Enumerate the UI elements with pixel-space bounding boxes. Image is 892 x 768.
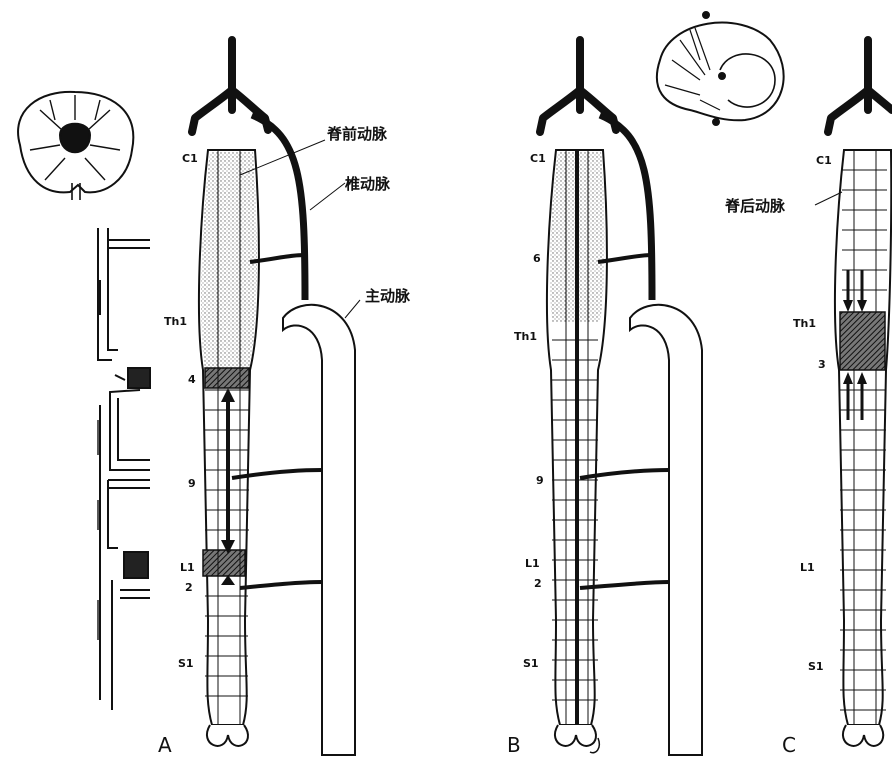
label-aorta: 主动脉 bbox=[365, 287, 411, 305]
level-label-c1: C1 bbox=[530, 152, 546, 165]
label-vertebral-artery: 椎动脉 bbox=[345, 175, 391, 193]
level-label-9: 9 bbox=[536, 474, 544, 487]
level-label-s1: S1 bbox=[178, 657, 194, 670]
level-label-s1: S1 bbox=[523, 657, 539, 670]
level-label-l1: L1 bbox=[800, 561, 815, 574]
level-label-4: 4 bbox=[188, 373, 196, 386]
panel-letter-a: A bbox=[158, 733, 172, 757]
level-label-2: 2 bbox=[534, 577, 542, 590]
panel-a bbox=[192, 40, 360, 755]
cross-section-c bbox=[657, 12, 784, 125]
level-label-l1: L1 bbox=[525, 557, 540, 570]
level-label-s1: S1 bbox=[808, 660, 824, 673]
label-posterior-spinal-artery: 脊后动脉 bbox=[724, 197, 786, 215]
panel-b bbox=[540, 40, 702, 755]
level-label-th1: Th1 bbox=[164, 315, 187, 328]
level-label-c1: C1 bbox=[816, 154, 832, 167]
level-label-th1: Th1 bbox=[793, 317, 816, 330]
level-label-th1: Th1 bbox=[514, 330, 537, 343]
level-label-3: 3 bbox=[818, 358, 826, 371]
level-label-2: 2 bbox=[185, 581, 193, 594]
segmental-artery-diagram bbox=[98, 228, 150, 710]
level-label-6: 6 bbox=[533, 252, 541, 265]
panel-letter-b: B bbox=[507, 733, 521, 757]
panel-letter-c: C bbox=[782, 733, 796, 757]
level-label-l1: L1 bbox=[180, 561, 195, 574]
level-label-9: 9 bbox=[188, 477, 196, 490]
panel-c bbox=[815, 40, 892, 746]
level-label-c1: C1 bbox=[182, 152, 198, 165]
cross-section-a bbox=[18, 92, 133, 200]
label-anterior-spinal-artery: 脊前动脉 bbox=[326, 125, 388, 143]
